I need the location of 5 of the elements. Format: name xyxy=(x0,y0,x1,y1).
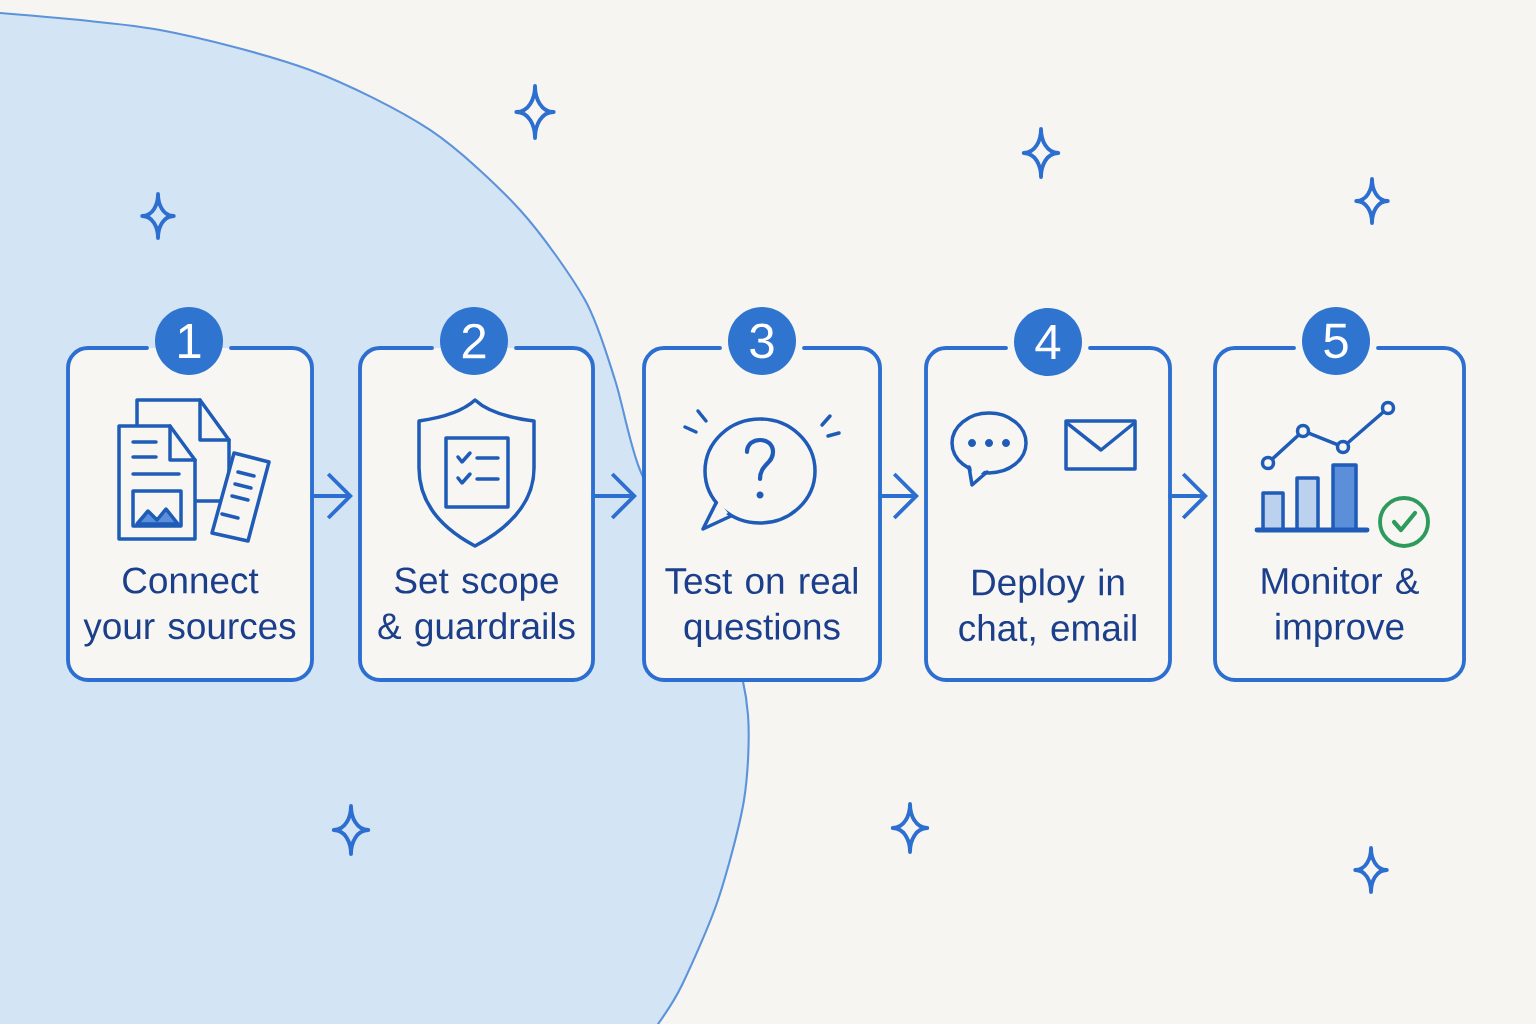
number-badge: 2 xyxy=(440,307,508,375)
number-badge: 4 xyxy=(1014,308,1082,376)
number-badge: 5 xyxy=(1302,307,1370,375)
number-badge: 1 xyxy=(155,307,223,375)
number-badge: 3 xyxy=(728,307,796,375)
